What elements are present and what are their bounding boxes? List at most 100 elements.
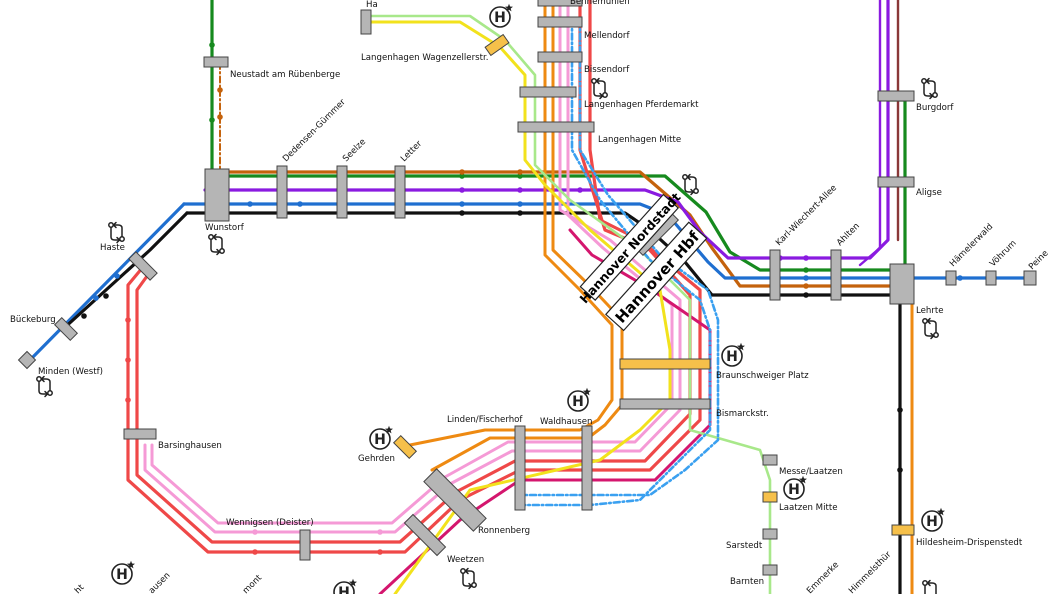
stop-seelze[interactable] — [336, 165, 348, 219]
line-pink-b — [150, 0, 674, 525]
stop-peine[interactable] — [1023, 270, 1037, 286]
stop-mellendorf[interactable] — [537, 16, 583, 28]
label-haste: Haste — [100, 243, 125, 253]
stop-weetzen[interactable] — [403, 513, 447, 557]
label-emmerke: Emmerke — [805, 560, 841, 594]
label-seelze: Seelze — [341, 137, 368, 164]
svg-text:H: H — [494, 10, 506, 26]
dot-blue — [517, 201, 523, 207]
line-red-loop-b — [135, 0, 692, 544]
dot-purple — [459, 187, 465, 193]
stop-burgdorf[interactable] — [877, 90, 915, 102]
park-and-ride-icon: H — [111, 560, 135, 585]
line-purple-west — [203, 0, 890, 260]
label-aligse: Aligse — [916, 188, 942, 198]
label-letter: Letter — [399, 139, 424, 164]
stop-waldhausen[interactable] — [581, 425, 593, 511]
label-langenhagen-mitte: Langenhagen Mitte — [598, 135, 681, 145]
transfer-icon — [591, 77, 608, 100]
label-cut-1: ht — [73, 582, 87, 594]
stop-letter[interactable] — [394, 165, 406, 219]
svg-text:H: H — [572, 394, 584, 410]
stop-aligse[interactable] — [877, 176, 915, 188]
stop-linden[interactable] — [514, 425, 526, 511]
label-flughafen: Ha — [366, 0, 378, 10]
stop-lehrte[interactable] — [889, 263, 915, 305]
transfer-icon — [921, 77, 938, 100]
label-linden: Linden/Fischerhof — [447, 415, 523, 425]
stop-bueckeburg[interactable] — [53, 316, 79, 342]
dot-black — [897, 407, 903, 413]
line-purple-north-b — [858, 0, 882, 267]
stop-ahlten[interactable] — [830, 249, 842, 301]
line-lightblue-b — [518, 18, 720, 497]
dot-blue — [93, 295, 99, 301]
dot-green — [209, 117, 215, 123]
label-weetzen: Weetzen — [447, 555, 484, 565]
svg-text:H: H — [116, 567, 128, 583]
stop-bennemuehlen[interactable] — [537, 0, 583, 7]
dot-black — [103, 293, 109, 299]
stop-gehrden[interactable] — [392, 434, 418, 460]
svg-text:H: H — [338, 585, 350, 594]
stop-voehrum[interactable] — [985, 270, 997, 286]
dot-blue — [803, 275, 809, 281]
label-sarstedt: Sarstedt — [726, 541, 763, 551]
label-pferdemarkt: Langenhagen Pferdemarkt — [584, 100, 699, 110]
stop-minden[interactable] — [17, 350, 37, 370]
stop-sarstedt[interactable] — [762, 528, 778, 540]
svg-text:H: H — [726, 349, 738, 365]
stop-laatzen-mitte[interactable] — [762, 491, 778, 503]
dot-red — [125, 357, 131, 363]
stop-wennigsen[interactable] — [299, 529, 311, 561]
dot-green — [209, 42, 215, 48]
stop-hildesheim-drispenstedt[interactable] — [891, 524, 915, 536]
stop-karl-wiechert[interactable] — [769, 249, 781, 301]
stop-messe-laatzen[interactable] — [762, 454, 778, 466]
dot-brown — [459, 169, 465, 175]
label-waldhausen: Waldhausen — [540, 417, 592, 427]
stop-bissendorf[interactable] — [537, 51, 583, 63]
dot-green — [459, 173, 465, 179]
stop-bismarckstr[interactable] — [619, 398, 711, 410]
label-lehrte: Lehrte — [916, 306, 944, 316]
stop-haste[interactable] — [128, 251, 158, 281]
stop-ronnenberg[interactable] — [423, 468, 487, 532]
dot-black — [803, 292, 809, 298]
label-braunschweiger-platz: Braunschweiger Platz — [716, 371, 809, 381]
park-and-ride-icon: H — [369, 425, 393, 450]
label-wennigsen: Wennigsen (Deister) — [226, 518, 314, 528]
label-burgdorf: Burgdorf — [916, 103, 954, 113]
dot-blue — [297, 201, 303, 207]
line-lightgreen — [363, 14, 772, 594]
stop-flughafen[interactable] — [360, 9, 372, 35]
stop-wunstorf[interactable] — [204, 168, 230, 222]
transfer-icon — [108, 221, 125, 244]
dot-red — [377, 549, 383, 555]
stop-dedensen[interactable] — [276, 165, 288, 219]
dot-red — [125, 317, 131, 323]
stop-pferdemarkt[interactable] — [519, 86, 577, 98]
stop-langenhagen-mitte[interactable] — [517, 121, 595, 133]
stop-braunschweiger-platz[interactable] — [619, 358, 711, 370]
stop-neustadt[interactable] — [203, 56, 229, 68]
svg-text:H: H — [374, 432, 386, 448]
dot-black — [459, 210, 465, 216]
label-messe-laatzen: Messe/Laatzen — [779, 467, 843, 477]
park-and-ride-icon: H — [333, 578, 357, 594]
label-karl-wiechert: Karl-Wiechert-Allee — [774, 183, 839, 248]
stop-barsinghausen[interactable] — [123, 428, 157, 440]
svg-text:H: H — [926, 514, 938, 530]
stop-barnten[interactable] — [762, 564, 778, 576]
line-blue-minden — [26, 202, 186, 364]
label-barnten: Barnten — [730, 577, 764, 587]
label-hildesheim-drispenstedt: Hildesheim-Drispenstedt — [916, 538, 1023, 548]
label-gehrden: Gehrden — [358, 454, 395, 464]
stop-haemelerwald[interactable] — [945, 270, 957, 286]
transfer-icon — [36, 375, 53, 398]
label-laatzen-mitte: Laatzen Mitte — [779, 503, 838, 513]
stop-wagenzellerstr[interactable] — [484, 33, 510, 57]
transfer-icon — [682, 173, 699, 196]
dot-green — [517, 173, 523, 179]
